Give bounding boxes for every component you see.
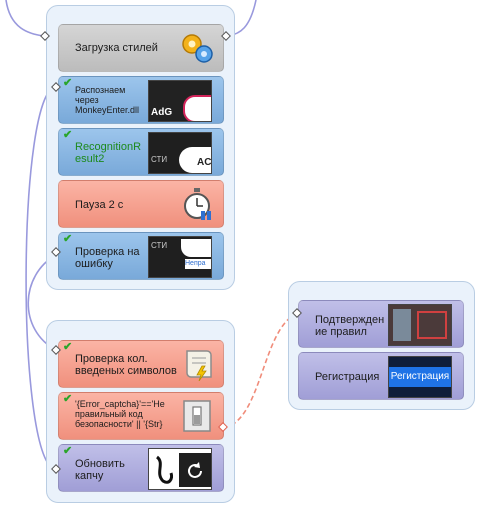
thumbnail-text: СТИ bbox=[151, 155, 168, 164]
block-label: Загрузка стилей bbox=[75, 42, 158, 54]
thumbnail-text: Непра bbox=[185, 259, 211, 269]
thumbnail-screenshot bbox=[388, 304, 452, 346]
block-label: Регистрация bbox=[315, 371, 380, 383]
switch-icon bbox=[183, 400, 211, 432]
thumbnail-button: Регистрация bbox=[388, 356, 452, 398]
thumbnail-shape bbox=[179, 453, 211, 487]
thumbnail-captcha: СТИ AC bbox=[148, 132, 212, 174]
thumbnail-text: Регистрация bbox=[389, 367, 451, 387]
captcha-glyph bbox=[155, 455, 173, 484]
check-icon: ✔ bbox=[63, 393, 73, 405]
dashed-connector bbox=[223, 313, 297, 429]
block-label: Проверка на ошибку bbox=[75, 246, 140, 270]
block-check-char-count[interactable]: ✔ Проверка кол. введеных символов bbox=[58, 340, 224, 388]
port-diamond-red bbox=[218, 422, 228, 432]
block-recognize-monkeyenter[interactable]: ✔ Распознаем через MonkeyEnter.dll AdG bbox=[58, 76, 224, 124]
check-icon: ✔ bbox=[63, 129, 73, 141]
check-icon: ✔ bbox=[63, 77, 73, 89]
block-registration[interactable]: Регистрация Регистрация bbox=[298, 352, 464, 400]
port-diamond bbox=[51, 464, 61, 474]
port-diamond bbox=[51, 247, 61, 257]
block-label: Подтвержден ие правил bbox=[315, 314, 385, 338]
port-diamond bbox=[51, 82, 61, 92]
block-label: Проверка кол. введеных символов bbox=[75, 353, 177, 377]
block-load-styles[interactable]: Загрузка стилей bbox=[58, 24, 224, 72]
thumbnail-text: СТИ bbox=[151, 241, 168, 250]
top-left-connector bbox=[5, 0, 45, 37]
block-recognition-result2[interactable]: ✔ RecognitionR esult2 СТИ AC bbox=[58, 128, 224, 176]
check-icon: ✔ bbox=[63, 341, 73, 353]
port-diamond bbox=[40, 31, 50, 41]
port-diamond bbox=[51, 345, 61, 355]
check-icon: ✔ bbox=[63, 233, 73, 245]
script-icon bbox=[186, 350, 212, 381]
thumbnail-shape bbox=[179, 147, 211, 173]
loop-connector-1 bbox=[25, 86, 56, 469]
error-connector bbox=[27, 254, 57, 351]
thumbnail-shape bbox=[393, 309, 411, 341]
thumbnail-shape bbox=[181, 239, 211, 257]
thumbnail-captcha: СТИ Непра bbox=[148, 236, 212, 278]
block-label: Распознаем через MonkeyEnter.dll bbox=[75, 85, 140, 115]
block-confirm-rules[interactable]: Подтвержден ие правил bbox=[298, 300, 464, 348]
gears-icon bbox=[182, 34, 213, 63]
block-refresh-captcha[interactable]: ✔ Обновить капчу bbox=[58, 444, 224, 492]
block-check-error[interactable]: ✔ Проверка на ошибку СТИ Непра bbox=[58, 232, 224, 280]
block-label: RecognitionR esult2 bbox=[75, 141, 142, 165]
block-condition[interactable]: ✔ '{Error_captcha}'=='Не правильный код … bbox=[58, 392, 224, 440]
block-label: Пауза 2 с bbox=[75, 199, 124, 211]
thumbnail-captcha bbox=[148, 448, 212, 490]
refresh-icon bbox=[188, 462, 202, 478]
port-diamond bbox=[221, 31, 231, 41]
thumbnail-text: AC bbox=[197, 157, 212, 168]
block-pause[interactable]: Пауза 2 с bbox=[58, 180, 224, 228]
check-icon: ✔ bbox=[63, 445, 73, 457]
port-diamond bbox=[292, 308, 302, 318]
thumbnail-text: AdG bbox=[151, 107, 173, 118]
thumbnail-shape bbox=[417, 311, 447, 339]
thumbnail-captcha: AdG bbox=[148, 80, 212, 122]
block-label: '{Error_captcha}'=='Не правильный код бе… bbox=[75, 399, 165, 429]
thumbnail-shape bbox=[183, 95, 211, 121]
block-label: Обновить капчу bbox=[75, 458, 125, 482]
stopwatch-icon bbox=[184, 188, 211, 220]
